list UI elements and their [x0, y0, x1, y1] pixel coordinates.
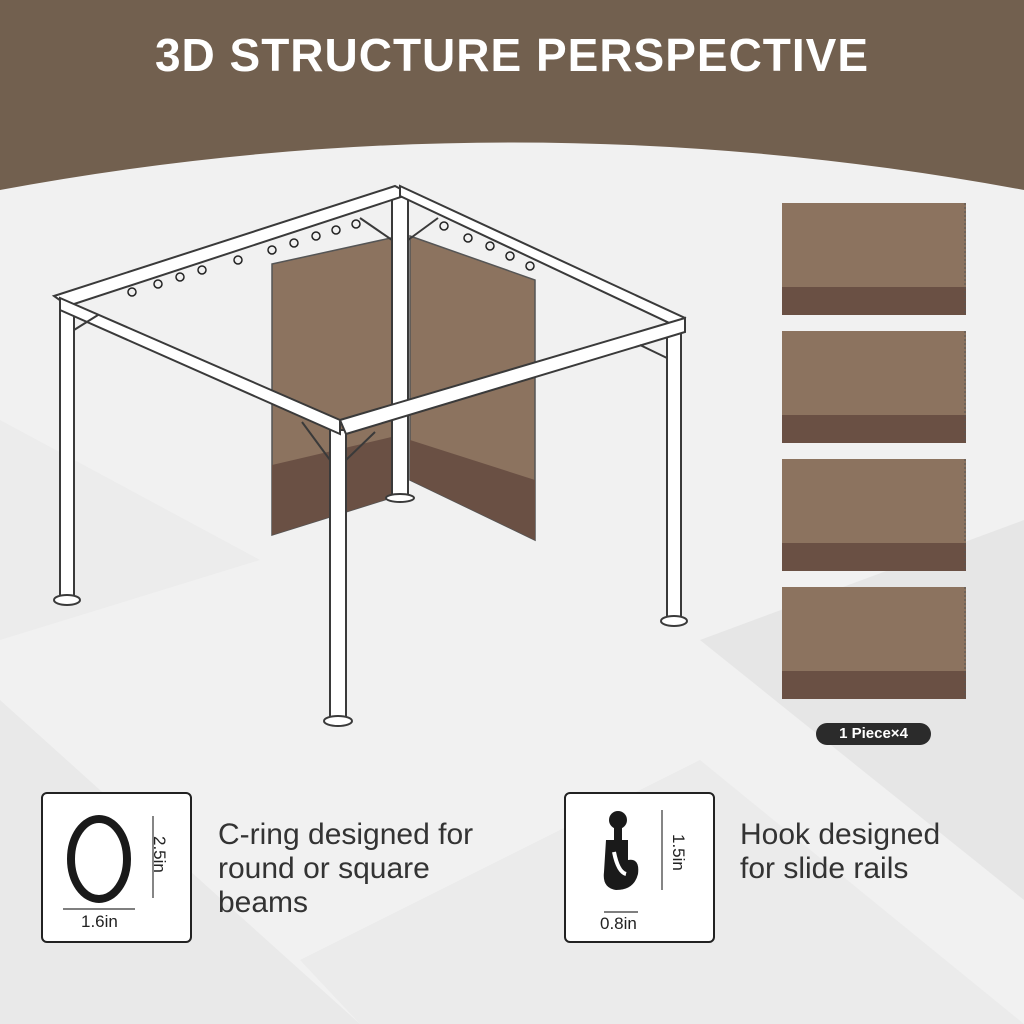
page-title: 3D STRUCTURE PERSPECTIVE [154, 29, 870, 81]
hook-detail-box: 1.5in 0.8in [564, 792, 715, 943]
cring-icon [63, 815, 154, 910]
header-band [0, 0, 1024, 190]
quantity-badge: 1 Piece×4 [816, 723, 931, 745]
cring-description-line: round or square [218, 852, 430, 885]
cring-description: C-ring designed for round or square beam… [218, 818, 538, 920]
curtain-panel [782, 331, 966, 443]
cring-height-label: 2.5in [150, 836, 169, 873]
hook-icon [603, 810, 663, 913]
cring-width-label: 1.6in [81, 912, 118, 931]
gazebo-illustration [51, 184, 688, 727]
curtain-panel [782, 587, 966, 699]
hook-width-label: 0.8in [600, 914, 637, 933]
cring-description-line: beams [218, 886, 309, 919]
curtain-panels-stack [782, 203, 966, 699]
hook-description: Hook designed for slide rails [740, 818, 1010, 886]
curtain-panel [782, 459, 966, 571]
hook-height-label: 1.5in [669, 834, 688, 871]
curtain-panel [782, 203, 966, 315]
hook-description-line: for slide rails [740, 852, 909, 885]
cring-description-line: C-ring designed for [218, 818, 474, 851]
hook-description-line: Hook designed [740, 818, 941, 851]
cring-detail-box: 2.5in 1.6in [41, 792, 192, 943]
